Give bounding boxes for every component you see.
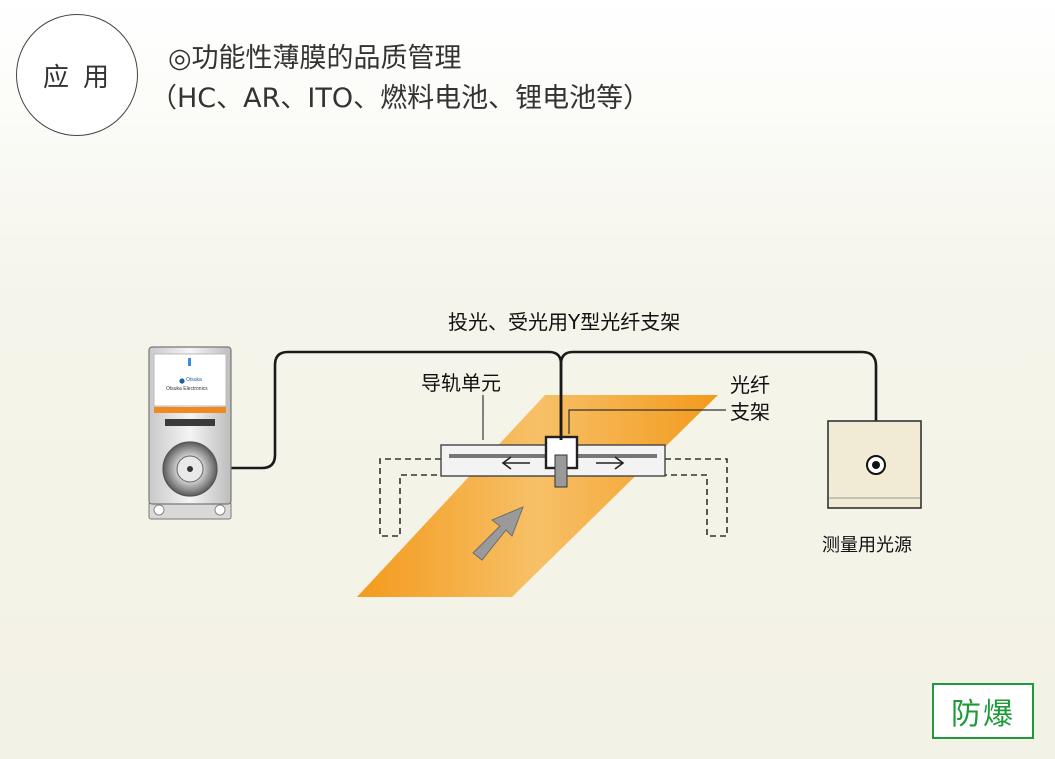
- label-fiber-holder: 光纤 支架: [730, 372, 770, 426]
- label-light-source: 测量用光源: [822, 535, 912, 556]
- label-rail-unit: 导轨单元: [421, 371, 501, 395]
- film-sample: [357, 395, 718, 597]
- device-brand-text: Otsuka Electronics: [166, 386, 208, 392]
- rail-support-frame: [379, 458, 728, 537]
- light-source-box: [827, 420, 922, 509]
- device-logo-text: Otsuka: [186, 377, 202, 383]
- holder-label-leader: [568, 409, 726, 434]
- application-badge: 应用: [16, 14, 138, 136]
- label-fiber-holder-line1: 光纤: [730, 373, 770, 397]
- fiber-holder: [544, 435, 579, 488]
- label-y-fiber-holder: 投光、受光用Y型光纤支架: [448, 310, 681, 334]
- left-arrow-icon: [501, 456, 530, 470]
- page-title: ◎功能性薄膜的品质管理: [168, 43, 462, 74]
- spectrometer-device: [148, 346, 232, 520]
- label-fiber-holder-line2: 支架: [730, 400, 770, 424]
- right-arrow-icon: [596, 456, 625, 470]
- y-type-fiber-cable: [212, 350, 878, 470]
- explosion-proof-badge: 防爆: [932, 683, 1034, 739]
- film-direction-arrow: [472, 506, 524, 561]
- page-subtitle: （HC、AR、ITO、燃料电池、锂电池等）: [150, 83, 651, 114]
